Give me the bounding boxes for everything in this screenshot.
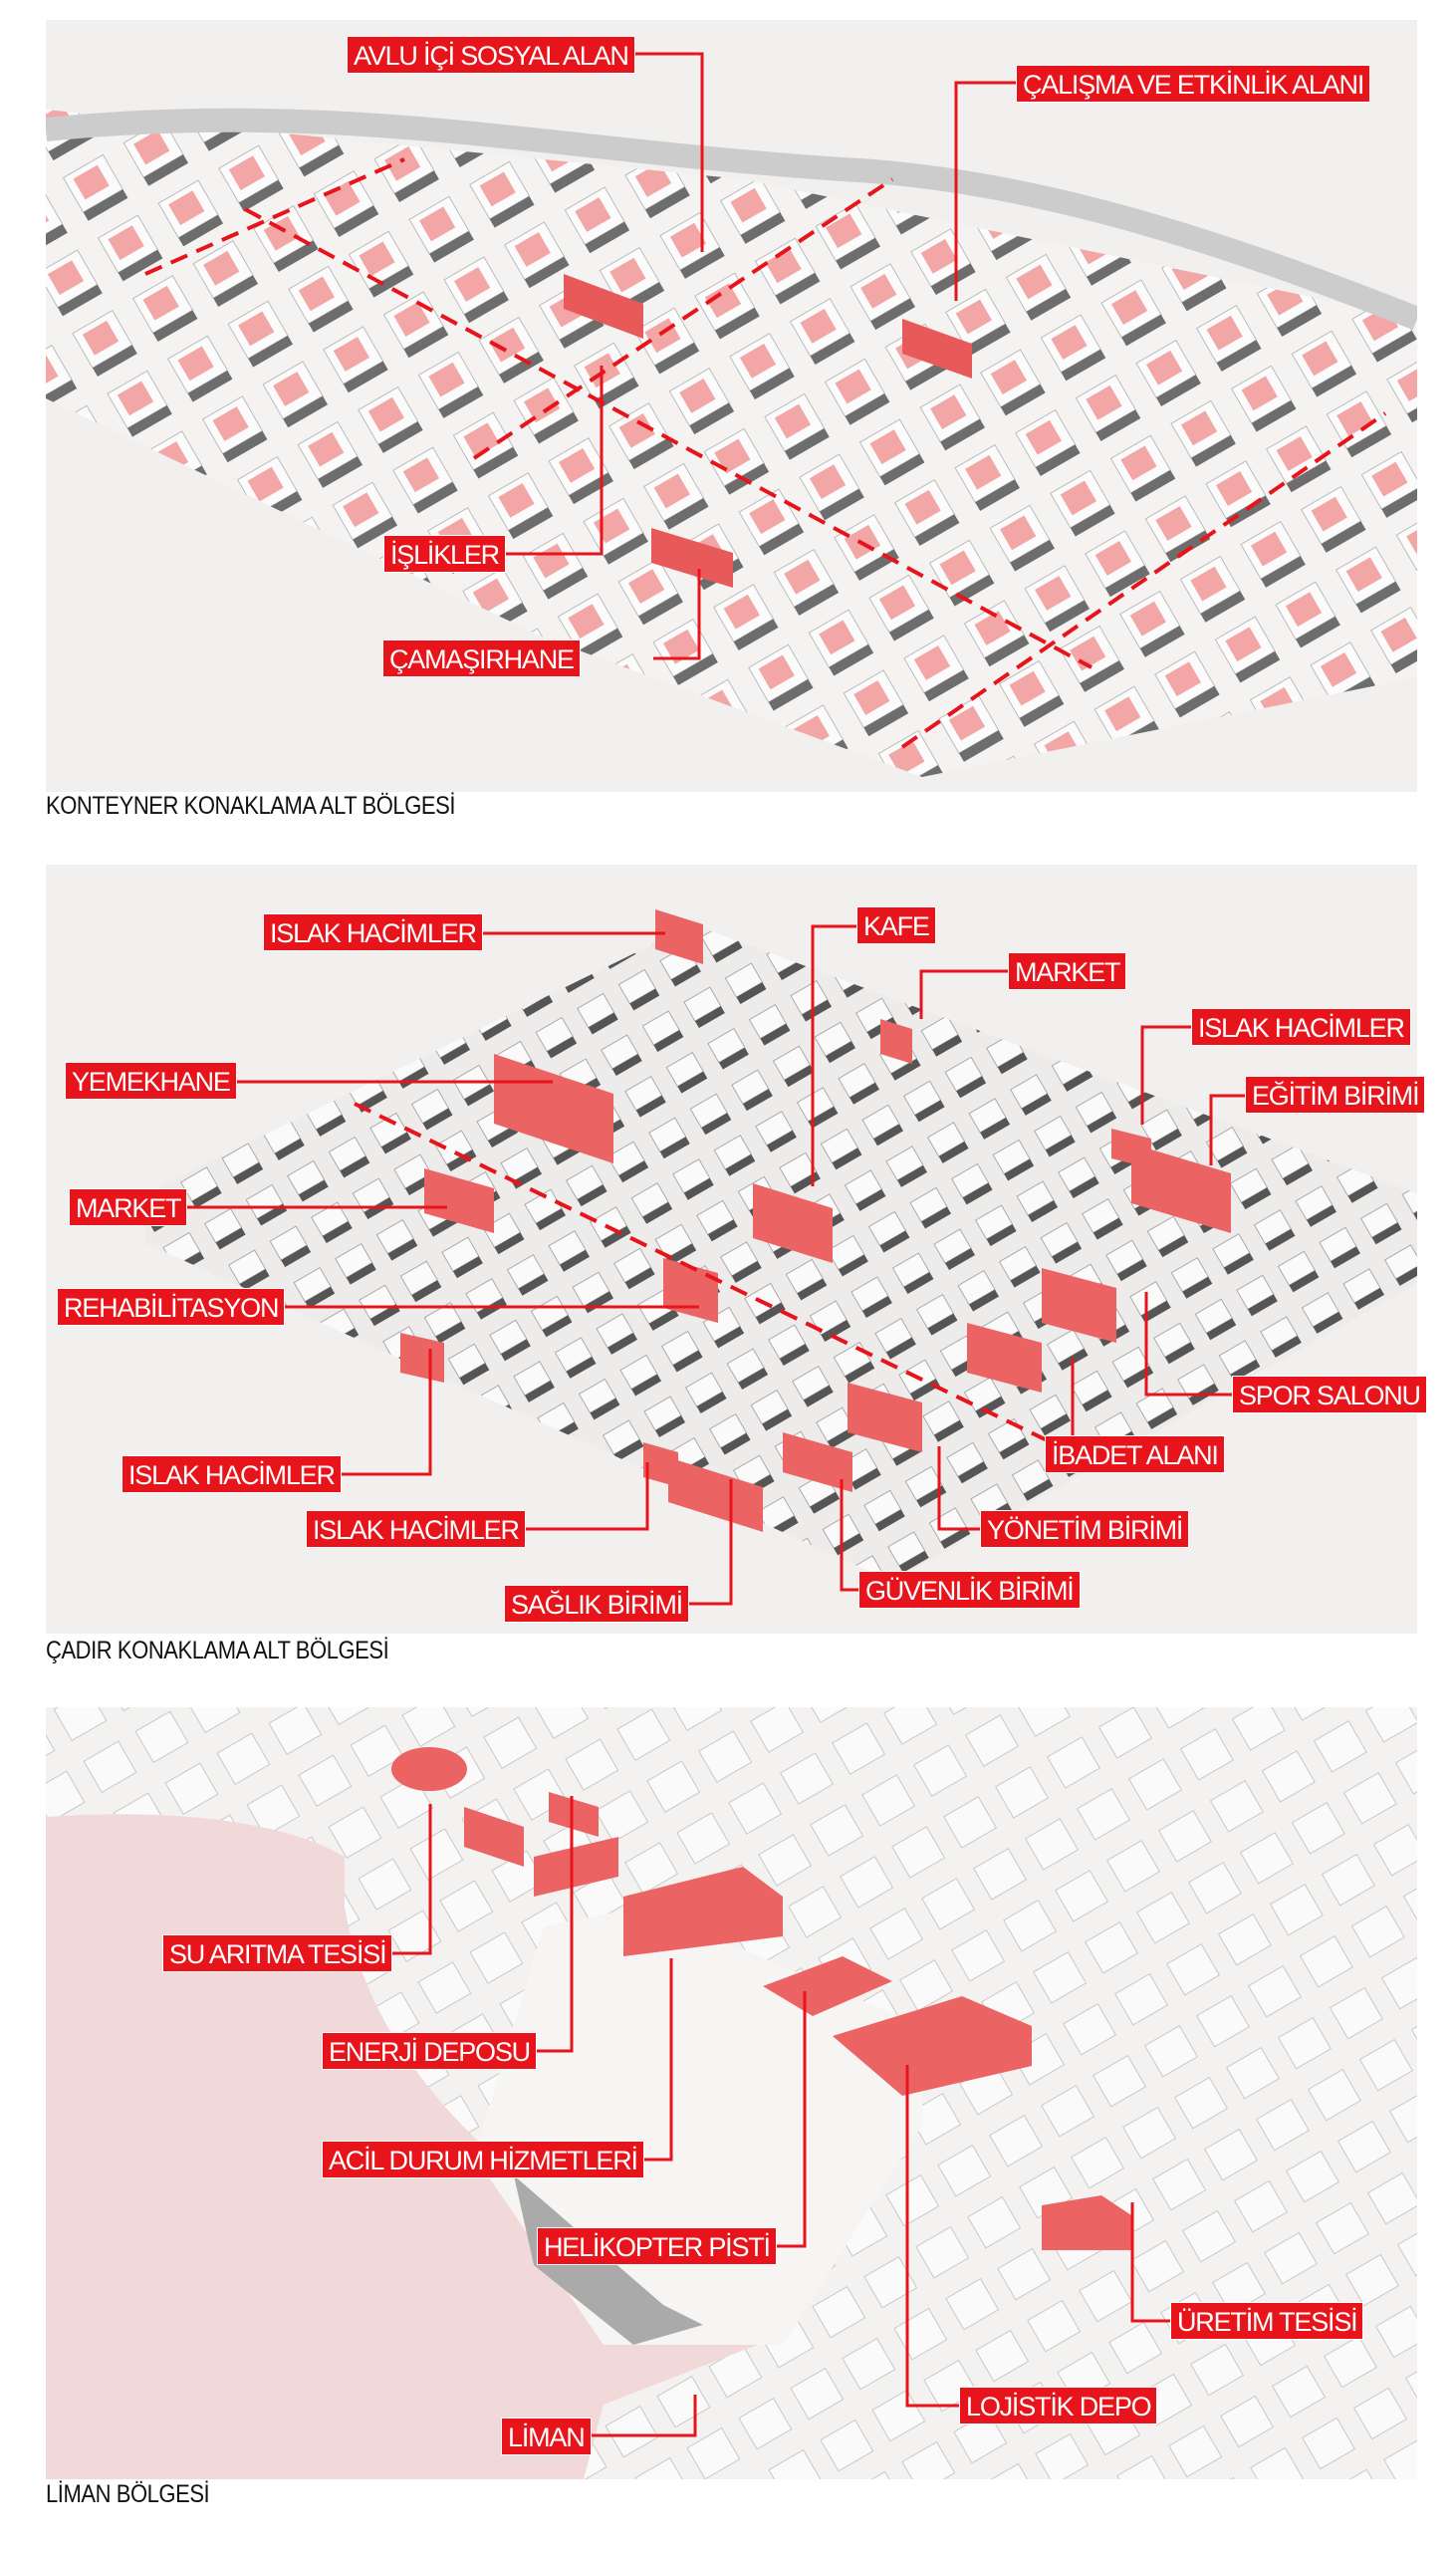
label-wet-areas: ISLAK HACİMLER	[121, 1455, 342, 1493]
label-logistics-depot: LOJİSTİK DEPO	[959, 2387, 1158, 2424]
workshop-area-building	[902, 319, 972, 379]
label-wet-areas: ISLAK HACİMLER	[306, 1510, 526, 1548]
label-helipad: HELİKOPTER PİSTİ	[537, 2227, 777, 2265]
port-zone-axonometric	[46, 1707, 1417, 2479]
label-market: MARKET	[69, 1188, 188, 1226]
port-zone-drawing	[46, 1707, 1417, 2479]
container-zone-axonometric	[46, 20, 1417, 792]
label-courtyard-social-area: AVLU İÇİ SOSYAL ALAN	[347, 36, 635, 74]
label-emergency-services: ACİL DURUM HİZMETLERİ	[322, 2141, 644, 2178]
label-energy-depot: ENERJİ DEPOSU	[322, 2032, 537, 2070]
label-workshops: İŞLİKLER	[383, 535, 506, 573]
label-laundry: ÇAMAŞIRHANE	[382, 639, 581, 677]
label-market: MARKET	[1008, 952, 1127, 990]
panel-caption: KONTEYNER KONAKLAMA ALT BÖLGESİ	[46, 792, 456, 820]
label-wet-areas: ISLAK HACİMLER	[1191, 1008, 1411, 1046]
label-sports-hall: SPOR SALONU	[1232, 1376, 1427, 1413]
label-dining-hall: YEMEKHANE	[65, 1062, 237, 1100]
port-facilities	[391, 1747, 1131, 2250]
label-production-facility: ÜRETİM TESİSİ	[1170, 2302, 1364, 2340]
label-port: LİMAN	[501, 2418, 592, 2455]
label-wet-areas: ISLAK HACİMLER	[263, 913, 483, 951]
panel-caption: LİMAN BÖLGESİ	[46, 2480, 210, 2508]
label-rehabilitation: REHABİLİTASYON	[57, 1288, 286, 1326]
tent-zone-axonometric	[46, 865, 1417, 1634]
label-management-unit: YÖNETİM BİRİMİ	[980, 1510, 1190, 1548]
label-security-unit: GÜVENLİK BİRİMİ	[858, 1571, 1081, 1609]
label-water-treatment: SU ARITMA TESİSİ	[162, 1934, 393, 1972]
social-area-building	[564, 274, 643, 339]
label-health-unit: SAĞLIK BİRİMİ	[504, 1585, 689, 1623]
label-education-unit: EĞİTİM BİRİMİ	[1245, 1076, 1426, 1114]
panel-caption: ÇADIR KONAKLAMA ALT BÖLGESİ	[46, 1637, 389, 1664]
laundry-building	[651, 528, 733, 588]
label-cafe: KAFE	[856, 906, 936, 944]
container-zone-drawing	[46, 108, 1417, 777]
label-work-activity-area: ÇALIŞMA VE ETKİNLİK ALANI	[1016, 65, 1371, 103]
label-worship-area: İBADET ALANI	[1045, 1435, 1225, 1473]
tent-zone-drawing	[145, 909, 1417, 1582]
